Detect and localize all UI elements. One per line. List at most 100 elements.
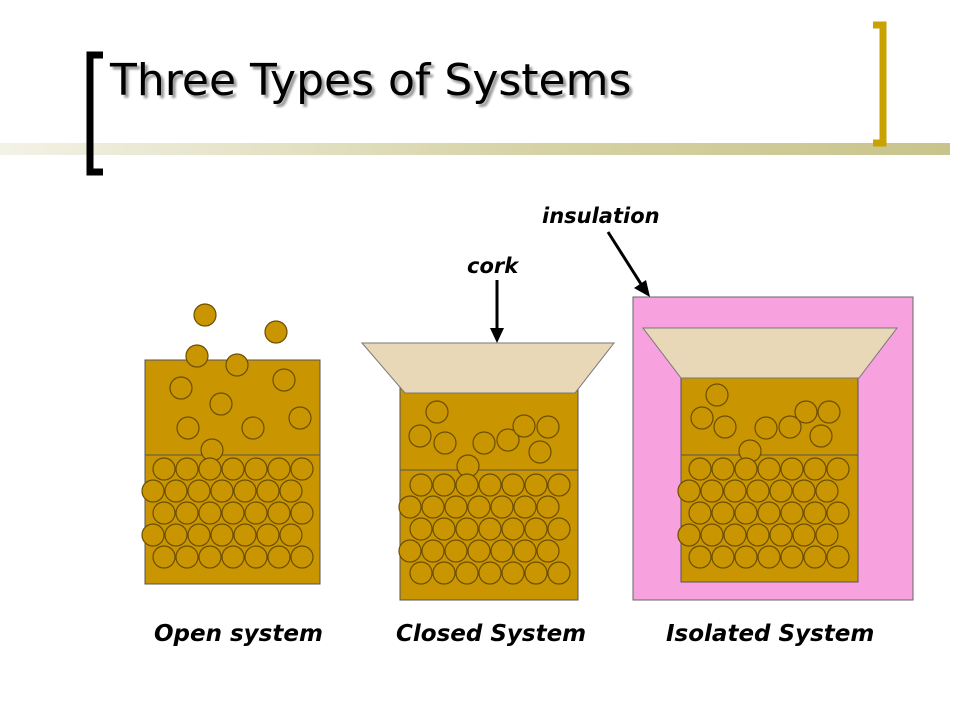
liquid-particle bbox=[536, 495, 560, 519]
liquid-particle bbox=[141, 523, 165, 547]
liquid-particle bbox=[198, 545, 222, 569]
liquid-particle bbox=[152, 457, 176, 481]
liquid-particle bbox=[524, 561, 548, 585]
liquid-particle bbox=[198, 501, 222, 525]
liquid-particle bbox=[700, 479, 724, 503]
liquid-particle bbox=[700, 523, 724, 547]
liquid-particle bbox=[826, 545, 850, 569]
closed-system-particles bbox=[408, 400, 560, 478]
liquid-particle bbox=[421, 539, 445, 563]
liquid-particle bbox=[256, 523, 280, 547]
isolated-system-particles bbox=[690, 383, 841, 463]
liquid-particle bbox=[723, 479, 747, 503]
liquid-particle bbox=[444, 539, 468, 563]
liquid-particle bbox=[769, 479, 793, 503]
liquid-particle bbox=[513, 539, 537, 563]
liquid-particle bbox=[409, 473, 433, 497]
liquid-particle bbox=[501, 473, 525, 497]
open-system-liquid bbox=[141, 457, 314, 569]
liquid-particle bbox=[267, 501, 291, 525]
liquid-particle bbox=[711, 501, 735, 525]
liquid-particle bbox=[734, 501, 758, 525]
liquid-particle bbox=[826, 501, 850, 525]
liquid-particle bbox=[688, 457, 712, 481]
liquid-particle bbox=[432, 561, 456, 585]
open-system-particles bbox=[169, 303, 312, 462]
insulation-arrowhead bbox=[634, 280, 650, 297]
liquid-particle bbox=[221, 501, 245, 525]
liquid-particle bbox=[409, 561, 433, 585]
liquid-particle bbox=[723, 523, 747, 547]
liquid-particle bbox=[501, 561, 525, 585]
title-underline-bar bbox=[0, 143, 950, 155]
liquid-particle bbox=[233, 479, 257, 503]
liquid-particle bbox=[290, 501, 314, 525]
liquid-particle bbox=[221, 545, 245, 569]
liquid-particle bbox=[279, 523, 303, 547]
liquid-particle bbox=[780, 457, 804, 481]
liquid-particle bbox=[198, 457, 222, 481]
liquid-particle bbox=[769, 523, 793, 547]
liquid-particle bbox=[244, 545, 268, 569]
liquid-particle bbox=[688, 501, 712, 525]
liquid-particle bbox=[757, 457, 781, 481]
cork-label: cork bbox=[467, 254, 519, 278]
liquid-particle bbox=[524, 473, 548, 497]
liquid-particle bbox=[780, 545, 804, 569]
liquid-particle bbox=[677, 523, 701, 547]
liquid-particle bbox=[421, 495, 445, 519]
liquid-particle bbox=[398, 495, 422, 519]
liquid-particle bbox=[757, 501, 781, 525]
liquid-particle bbox=[757, 545, 781, 569]
liquid-particle bbox=[803, 545, 827, 569]
liquid-particle bbox=[398, 539, 422, 563]
insulation-label: insulation bbox=[542, 204, 660, 228]
liquid-particle bbox=[478, 473, 502, 497]
liquid-particle bbox=[490, 495, 514, 519]
liquid-particle bbox=[792, 479, 816, 503]
liquid-particle bbox=[815, 523, 839, 547]
liquid-particle bbox=[803, 501, 827, 525]
liquid-particle bbox=[711, 545, 735, 569]
cork-arrowhead bbox=[490, 328, 504, 343]
liquid-particle bbox=[267, 545, 291, 569]
isolated-cork-stopper bbox=[641, 327, 899, 379]
open-system-label: Open system bbox=[154, 621, 323, 647]
liquid-particle bbox=[467, 495, 491, 519]
liquid-particle bbox=[444, 495, 468, 519]
liquid-particle bbox=[803, 457, 827, 481]
liquid-particle bbox=[164, 523, 188, 547]
liquid-particle bbox=[536, 539, 560, 563]
liquid-particle bbox=[478, 561, 502, 585]
liquid-particle bbox=[290, 545, 314, 569]
liquid-particle bbox=[455, 517, 479, 541]
liquid-particle bbox=[432, 517, 456, 541]
liquid-particle bbox=[501, 517, 525, 541]
open-system-beaker bbox=[141, 303, 321, 585]
liquid-particle bbox=[677, 479, 701, 503]
closed-system-beaker bbox=[360, 280, 616, 601]
liquid-particle bbox=[826, 457, 850, 481]
slide-title: Three Types of Systems bbox=[110, 55, 632, 106]
liquid-particle bbox=[233, 523, 257, 547]
liquid-particle bbox=[547, 561, 571, 585]
liquid-particle bbox=[746, 479, 770, 503]
liquid-particle bbox=[711, 457, 735, 481]
liquid-particle bbox=[279, 479, 303, 503]
liquid-particle bbox=[187, 523, 211, 547]
insulation-arrow bbox=[606, 231, 643, 285]
isolated-system-liquid bbox=[677, 457, 850, 569]
liquid-particle bbox=[792, 523, 816, 547]
liquid-particle bbox=[210, 523, 234, 547]
liquid-particle bbox=[187, 479, 211, 503]
liquid-particle bbox=[221, 457, 245, 481]
liquid-particle bbox=[688, 545, 712, 569]
liquid-particle bbox=[490, 539, 514, 563]
liquid-particle bbox=[141, 479, 165, 503]
isolated-system-label: Isolated System bbox=[666, 621, 875, 647]
right-title-bracket bbox=[873, 21, 887, 147]
liquid-particle bbox=[455, 473, 479, 497]
closed-system-liquid bbox=[398, 473, 571, 585]
liquid-particle bbox=[780, 501, 804, 525]
